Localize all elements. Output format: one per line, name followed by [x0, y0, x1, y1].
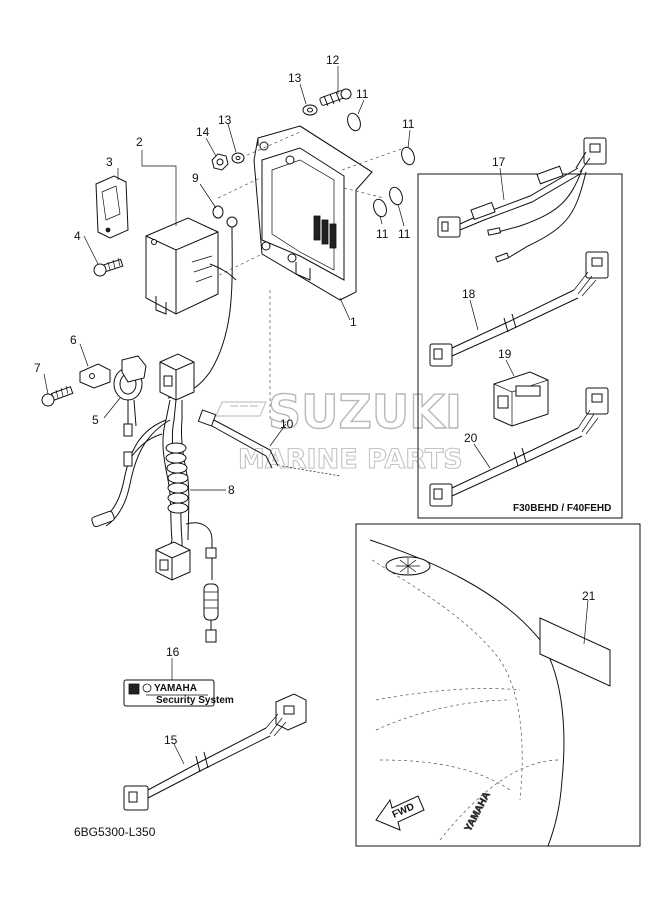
harness-20	[429, 387, 609, 507]
watermark: SUZUKI MARINE PARTS	[215, 384, 463, 476]
diagram-code: 6BG5300-L350	[74, 825, 156, 839]
watermark-logo-icon	[215, 401, 267, 417]
case-1	[253, 125, 373, 301]
callout-8: 8	[228, 483, 235, 497]
callout-16: 16	[166, 645, 180, 659]
bolt-12	[319, 88, 352, 107]
cable-tie-10	[197, 409, 341, 477]
callout-9: 9	[192, 171, 199, 185]
harness-15	[123, 693, 307, 811]
hardware-11-14	[211, 88, 415, 219]
screw-4	[93, 257, 124, 277]
harness-8	[91, 353, 219, 643]
callout-19: 19	[498, 347, 512, 361]
callout-13-top: 13	[288, 71, 302, 85]
callout-6: 6	[70, 333, 77, 347]
callout-5: 5	[92, 413, 99, 427]
callout-13-left: 13	[218, 113, 232, 127]
callout-10: 10	[280, 417, 294, 431]
fwd-arrow-icon	[375, 795, 425, 831]
security-label-brand: YAMAHA	[154, 683, 197, 694]
security-label-16: YAMAHA Security System	[123, 679, 234, 707]
inset-model-label: F30BEHD / F40FEHD	[513, 503, 611, 514]
cover-3	[95, 175, 129, 239]
callout-11-top: 11	[356, 87, 369, 101]
callout-3: 3	[106, 155, 113, 169]
security-label-caption: Security System	[156, 695, 234, 706]
callout-4: 4	[74, 229, 81, 243]
callout-12: 12	[326, 53, 340, 67]
callout-17: 17	[492, 155, 506, 169]
callout-1: 1	[350, 315, 357, 329]
watermark-subtitle: MARINE PARTS	[238, 444, 463, 475]
watermark-brand: SUZUKI	[268, 385, 462, 439]
harness-17	[437, 137, 607, 263]
callout-2: 2	[136, 135, 143, 149]
cowling-brand-text: YAMAHA	[463, 790, 493, 833]
unit-2	[145, 216, 238, 399]
inset-panel: F30BEHD / F40FEHD	[417, 137, 623, 519]
cowling-panel: YAMAHA FWD	[355, 523, 641, 847]
callout-20: 20	[464, 431, 478, 445]
callout-15: 15	[164, 733, 178, 747]
parts-5-7	[41, 355, 147, 437]
callout-7: 7	[34, 361, 41, 375]
leader-lines	[43, 66, 589, 765]
callout-11-right: 11	[402, 117, 415, 131]
callout-18: 18	[462, 287, 476, 301]
harness-18	[429, 251, 609, 367]
callout-11-mid: 11	[376, 227, 389, 241]
callout-11-far: 11	[398, 227, 411, 241]
corrugated-tube	[165, 442, 189, 514]
callouts: 12 13 11 11 13 14 2 3 9 4 11 11 17 18 1 …	[34, 53, 596, 747]
callout-14: 14	[196, 125, 210, 139]
callout-21: 21	[582, 589, 596, 603]
connector-19	[493, 371, 549, 427]
